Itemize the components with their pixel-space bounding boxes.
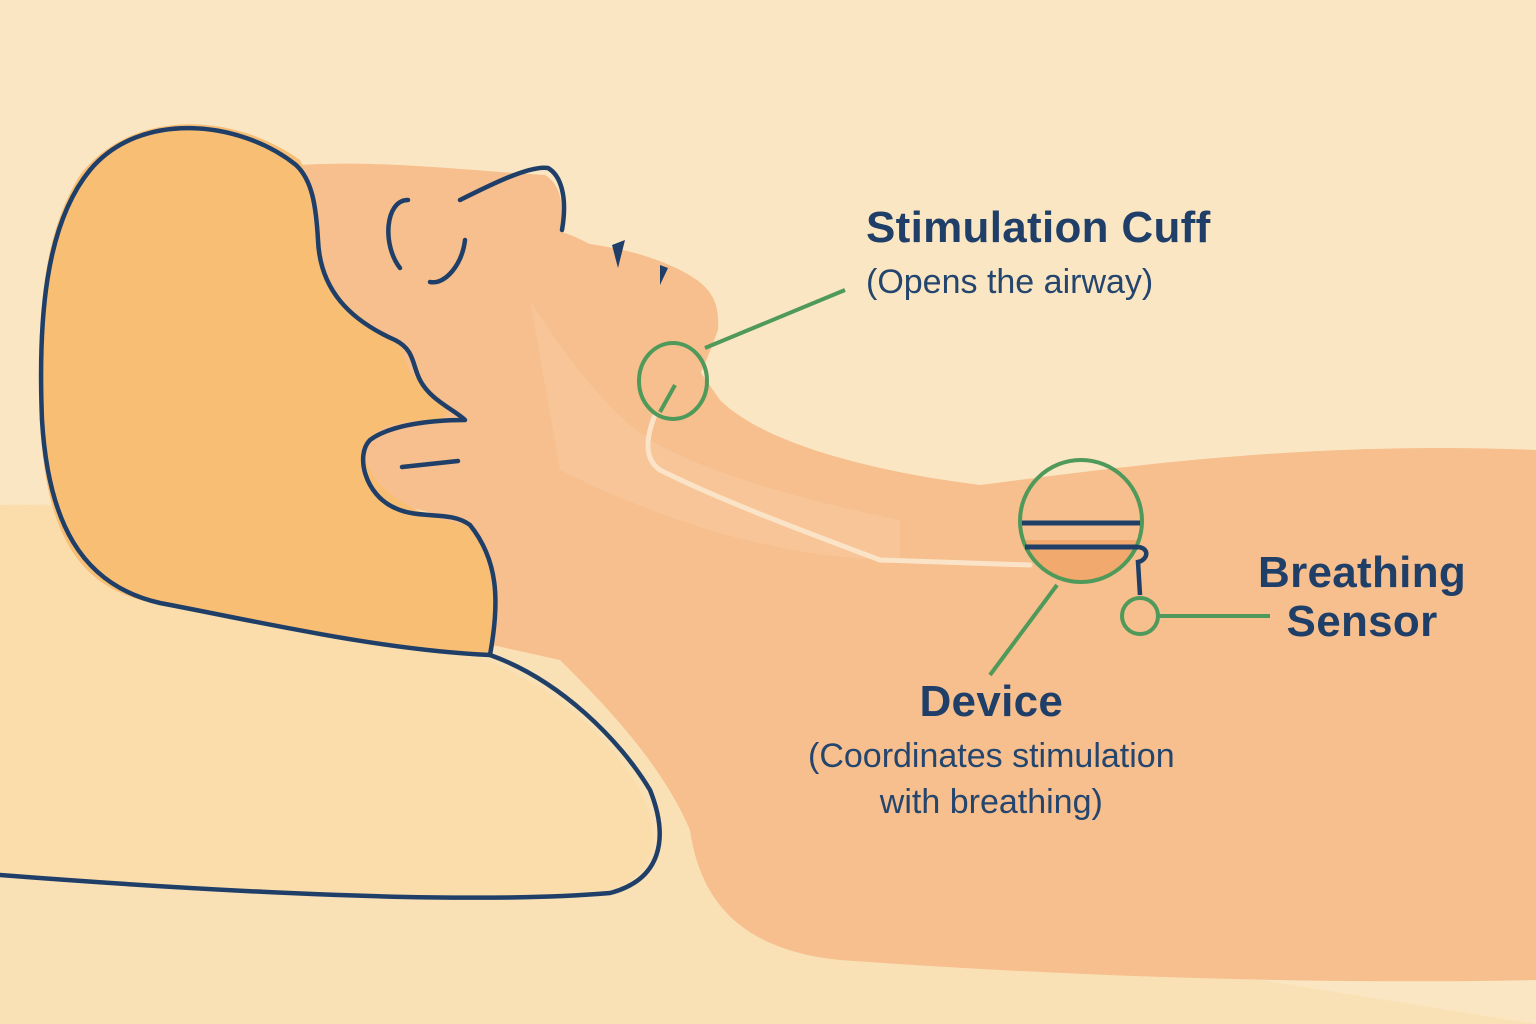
device-subtitle-line1: (Coordinates stimulation	[808, 737, 1175, 775]
device-label: Device (Coordinates stimulation with bre…	[808, 680, 1175, 826]
cuff-circle	[637, 341, 709, 421]
nostril-mark	[612, 240, 625, 268]
head-outline	[38, 125, 498, 658]
hair	[39, 124, 496, 656]
breathing-sensor-line1: Breathing	[1258, 548, 1467, 597]
neck-highlight	[530, 300, 900, 560]
breathing-sensor-line2: Sensor	[1286, 597, 1438, 647]
stimulation-cuff-title: Stimulation Cuff	[866, 203, 1211, 252]
ear	[386, 197, 411, 271]
pillow-outline	[0, 652, 662, 900]
nose-line	[457, 165, 567, 233]
sensor-dot-icon	[1120, 596, 1270, 636]
outline-strokes	[0, 125, 662, 900]
lead-wire	[645, 412, 1033, 568]
torso	[424, 225, 1536, 982]
breathing-sensor-label: Breathing Sensor	[1258, 548, 1466, 647]
device-circle	[1018, 458, 1144, 584]
device-hook	[1135, 544, 1149, 596]
device-callout-line	[988, 583, 1059, 677]
stimulation-cuff-label: Stimulation Cuff (Opens the airway)	[866, 206, 1211, 306]
chin-line	[399, 458, 461, 470]
cuff-inner-line	[658, 384, 677, 413]
device-title: Device	[919, 677, 1064, 726]
stimulation-cuff-subtitle: (Opens the airway)	[866, 263, 1154, 301]
device-subtitle-line2: with breathing)	[879, 782, 1103, 821]
cuff-callout-line	[704, 288, 846, 350]
cuff-marker-icon	[637, 288, 846, 421]
mouth-mark	[660, 265, 668, 285]
eye	[427, 237, 468, 285]
